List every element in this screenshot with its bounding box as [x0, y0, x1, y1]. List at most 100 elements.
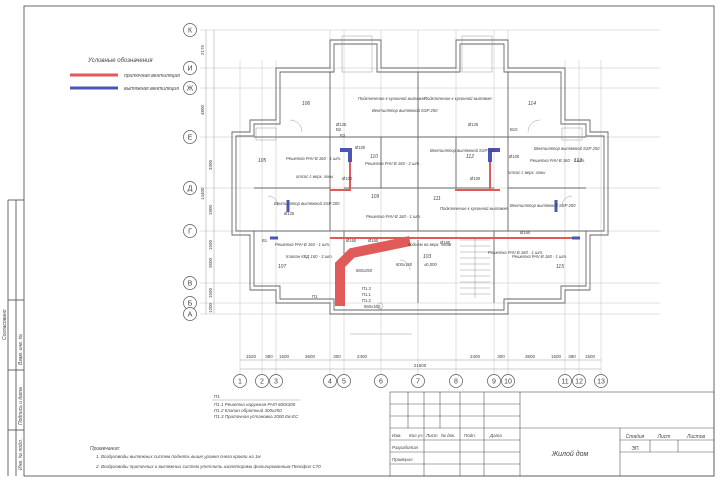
- dim-bottom-11: 380: [568, 354, 576, 359]
- tb-header-date: Дата: [489, 433, 502, 438]
- axis-num-10: 10: [504, 379, 512, 386]
- diam-100-d: Ø100: [509, 154, 520, 159]
- axis-label-e: Е: [188, 135, 193, 142]
- system-p1: П1: [312, 294, 318, 299]
- grille-label-2: Решетка PAV-B 160 - 2 шт.: [365, 161, 420, 166]
- grille-label-6: Решетка PAV-B 160 - 1 шт.: [512, 254, 567, 259]
- dimension-chain-left: 2175 4800 3300 1800 1500 3600 1500 1200 …: [200, 30, 215, 314]
- dim-left-5: 1500: [208, 239, 213, 250]
- otsos-label-1: отсос с верх. зоны: [296, 174, 333, 179]
- grille-label-7: Решетка PAV-B 160 - 1 шт.: [488, 250, 543, 255]
- axis-label-v: В: [188, 281, 193, 288]
- axis-num-12: 12: [575, 379, 583, 386]
- axis-num-5: 5: [342, 379, 346, 386]
- grille-label-3: Решетка PAV-B 160 - 1 шт.: [530, 158, 585, 163]
- ventilator-label-5: Вентилятор вытяжной SSP 200: [510, 203, 576, 208]
- system-p11: П1.1: [362, 292, 372, 297]
- dim-bottom-7: 2400: [470, 354, 481, 359]
- axis-num-1: 1: [238, 379, 242, 386]
- tb-header-list: Лист: [425, 433, 438, 438]
- system-p12: П1.2: [362, 298, 372, 303]
- axis-label-i: И: [187, 66, 192, 73]
- ventilator-label-2: Вентилятор вытяжной SSP 250: [430, 148, 496, 153]
- diam-160-d: Ø160: [520, 230, 531, 235]
- dim-bottom-6: 2400: [357, 354, 368, 359]
- dim-bottom-10: 1500: [551, 354, 562, 359]
- system-p13: П1.3: [362, 286, 372, 291]
- dim-left-1: 2175: [200, 44, 205, 55]
- ventilator-label-3: Вентилятор вытяжной SSP 250: [534, 146, 600, 151]
- dim-left-3: 3300: [208, 159, 213, 170]
- room-111: 111: [433, 196, 441, 202]
- diam-160-b: Ø160: [368, 238, 379, 243]
- grille-label-1: Решетка PAV-B 160 - 1 шт.: [286, 156, 341, 161]
- duct-size-2: 600х160: [396, 262, 413, 267]
- room-103: 103: [423, 254, 432, 260]
- tb-stage-value: ЭП: [631, 446, 639, 452]
- equipment-annotations: Подключение к кухонной вытяжке Подключен…: [262, 96, 600, 309]
- equipment-notes: П1 П1.1 Решетка наружная РНЛ 600х300 П1.…: [212, 394, 300, 419]
- tb-header-koluch: Кол.уч.: [409, 433, 424, 438]
- grille-label-4: Решетка PAV-B 160 - 1 шт.: [366, 214, 421, 219]
- note-1: 1. Воздуховоды вытяжных систем поднять в…: [96, 454, 261, 459]
- legend-exhaust-label: вытяжная вентиляция: [124, 86, 179, 92]
- exhaust-ductwork: [270, 148, 580, 240]
- room-107: 107: [278, 264, 287, 270]
- room-110: 110: [370, 154, 378, 160]
- axis-num-6: 6: [379, 379, 383, 386]
- ventilator-label-4: Вентилятор вытяжной SSP 200: [274, 201, 340, 206]
- diam-125-a: Ø125: [336, 122, 347, 127]
- building-walls: [231, 35, 609, 335]
- axis-num-7: 7: [416, 379, 420, 386]
- tb-header-izm: Изм.: [392, 433, 402, 438]
- axis-num-13: 13: [597, 379, 605, 386]
- dim-bottom-total: 21600: [414, 363, 427, 368]
- connect-label-1: Подключение к кухонной вытяжке: [358, 96, 426, 101]
- tb-row-checked: Проверил: [392, 457, 413, 462]
- duct-size-3: 560х160: [364, 304, 381, 309]
- diam-160-a: Ø160: [346, 238, 357, 243]
- room-106: 106: [302, 101, 311, 107]
- axis-label-d: Д: [188, 186, 193, 193]
- supply-main-duct: [335, 236, 412, 306]
- axis-num-11: 11: [561, 379, 568, 386]
- axis-num-2: 2: [260, 379, 264, 386]
- side-label-sign: Подпись и дата: [18, 387, 24, 425]
- title-block: Изм. Кол.уч. Лист № док. Подп. Дата Разр…: [389, 391, 715, 477]
- exhaust-riser-left: [340, 148, 352, 162]
- legend-title: Условные обозначения: [87, 58, 153, 64]
- diam-125-b: Ø125: [468, 122, 479, 127]
- room-105: 105: [258, 158, 267, 164]
- sheet-frame: [23, 5, 715, 477]
- diam-100-a: Ø100: [342, 176, 353, 181]
- dim-bottom-8: 300: [497, 354, 505, 359]
- podem-label: подъем на верх. этаж: [408, 242, 453, 247]
- axis-label-g: Г: [188, 229, 192, 236]
- connect-label-3: Подключение к кухонной вытяжке: [440, 206, 508, 211]
- tb-stage-label: Стадия: [626, 434, 645, 440]
- tb-sheet-label: Лист: [657, 434, 671, 440]
- axis-label-b: Б: [188, 301, 193, 308]
- system-b2: В2: [336, 127, 342, 132]
- room-115: 115: [556, 264, 564, 270]
- side-label-inv: Инв. № подл.: [18, 439, 24, 470]
- dim-left-total: 14400: [200, 187, 205, 200]
- notes-title: Примечания:: [90, 446, 121, 452]
- tb-row-developed: Разработал: [392, 445, 419, 450]
- dim-left-4: 1800: [208, 204, 213, 215]
- general-notes: Примечания: 1. Воздуховоды вытяжных сист…: [90, 446, 321, 469]
- axis-numbers: 1 2 3 4 5 6 7 8 9 10 11 12 13: [233, 374, 608, 388]
- dim-bottom-9: 3600: [525, 354, 536, 359]
- diam-100-b: Ø100: [470, 176, 481, 181]
- side-label-agreed: Согласовано: [2, 309, 8, 340]
- axis-num-9: 9: [492, 379, 496, 386]
- dim-left-7: 1500: [208, 287, 213, 298]
- equipment-note-3: П1.3 Приточная установка 2000 Ев-ЕС: [214, 414, 299, 419]
- axis-letters: К И Ж Е Д Г В Б А: [183, 23, 197, 321]
- grille-label-5: Решетка PAV-B 160 - 1 шт.: [275, 242, 330, 247]
- system-b1: В1: [262, 238, 268, 243]
- dim-bottom-5: 300: [333, 354, 341, 359]
- exhaust-riser-right: [488, 148, 500, 162]
- system-b10: В10: [510, 127, 518, 132]
